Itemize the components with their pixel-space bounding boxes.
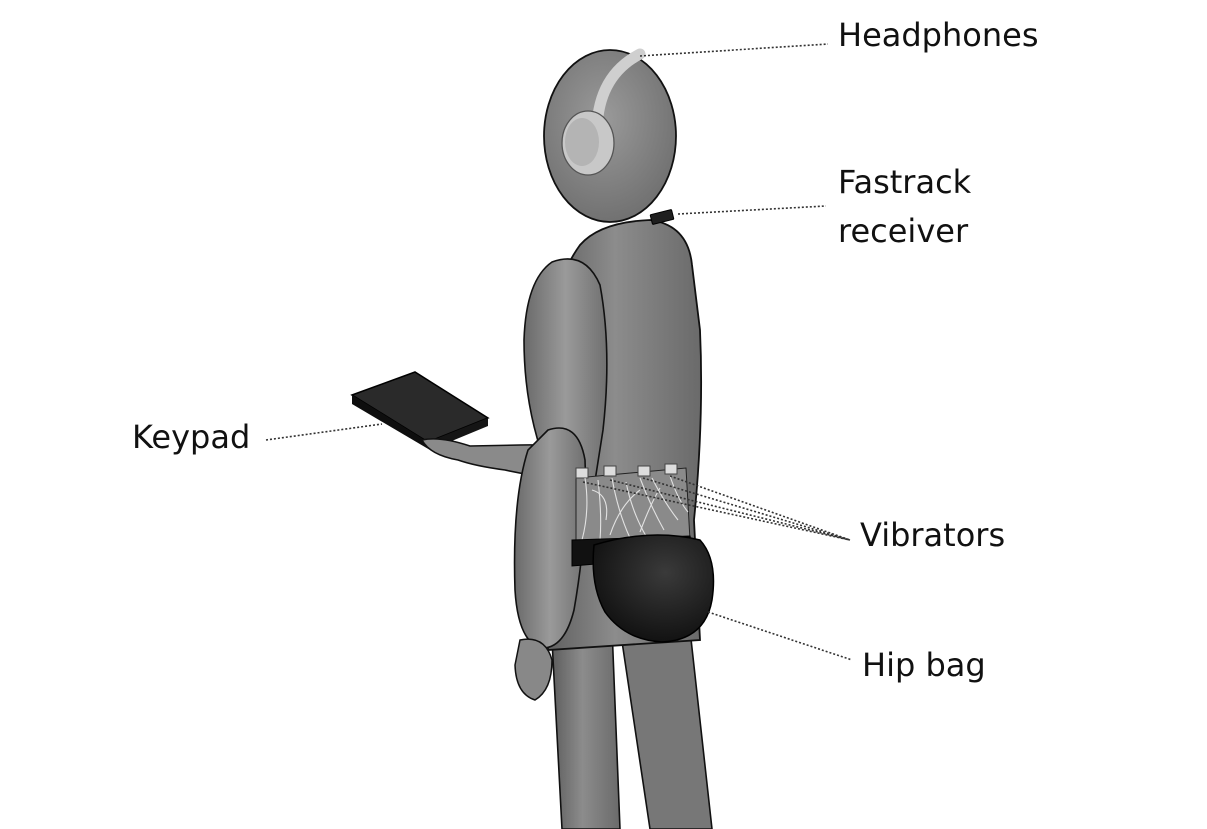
leader-lines	[265, 43, 853, 661]
headphones-device	[561, 48, 646, 176]
headphones-leader	[639, 43, 829, 57]
vibrator-belt	[575, 463, 691, 546]
headphones-label: Headphones	[838, 16, 1038, 54]
legs	[551, 627, 713, 829]
hip-bag	[571, 534, 715, 643]
keypad-leader	[265, 423, 383, 441]
keypad-label: Keypad	[132, 418, 250, 456]
keypad-device	[350, 371, 490, 450]
vibrators-leader	[582, 475, 851, 541]
fastrack-label-line2: receiver	[838, 212, 969, 250]
back-hand	[514, 638, 553, 701]
lower-arm	[513, 427, 587, 649]
hip-bag-leader	[707, 611, 853, 661]
vibrators-label: Vibrators	[860, 516, 1005, 554]
hip-bag-label: Hip bag	[862, 646, 986, 684]
fastrack-label-line1: Fastrack	[838, 163, 972, 201]
fastrack-leader	[677, 205, 827, 215]
fastrack-receiver-device	[649, 209, 675, 225]
